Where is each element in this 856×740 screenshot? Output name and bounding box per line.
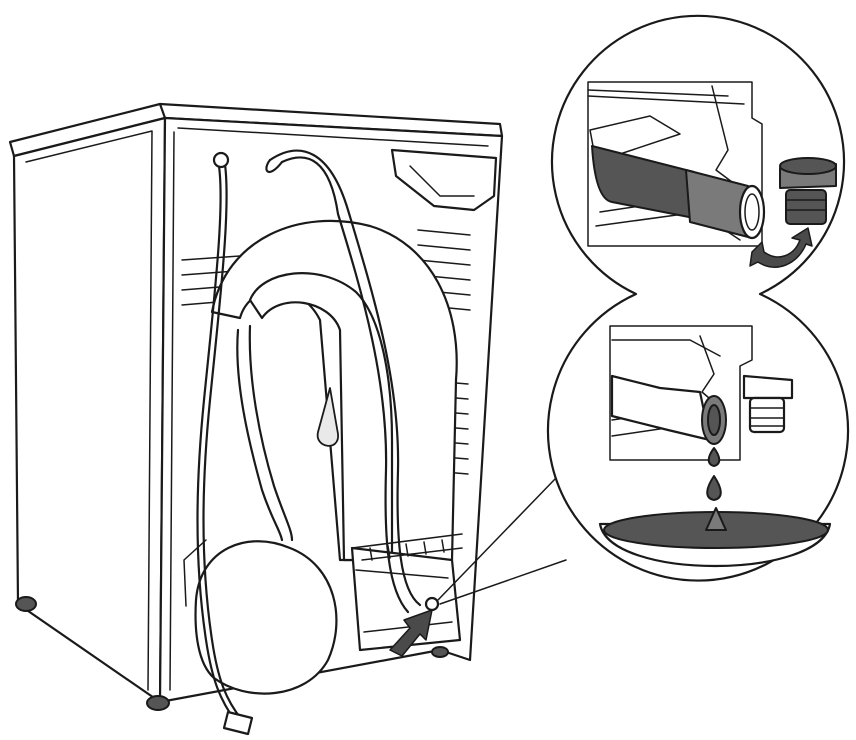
- machine-foot: [147, 696, 169, 710]
- power-plug-icon: [224, 712, 252, 734]
- machine-foot: [16, 597, 36, 611]
- machine-foot: [432, 647, 448, 657]
- machine-side-panel: [14, 118, 165, 702]
- motor-housing: [196, 541, 337, 693]
- callout-outline: [548, 16, 848, 581]
- washing-machine-rear-view: [10, 104, 566, 734]
- drain-cap-icon: [744, 376, 792, 432]
- callout-bubbles: [548, 16, 848, 581]
